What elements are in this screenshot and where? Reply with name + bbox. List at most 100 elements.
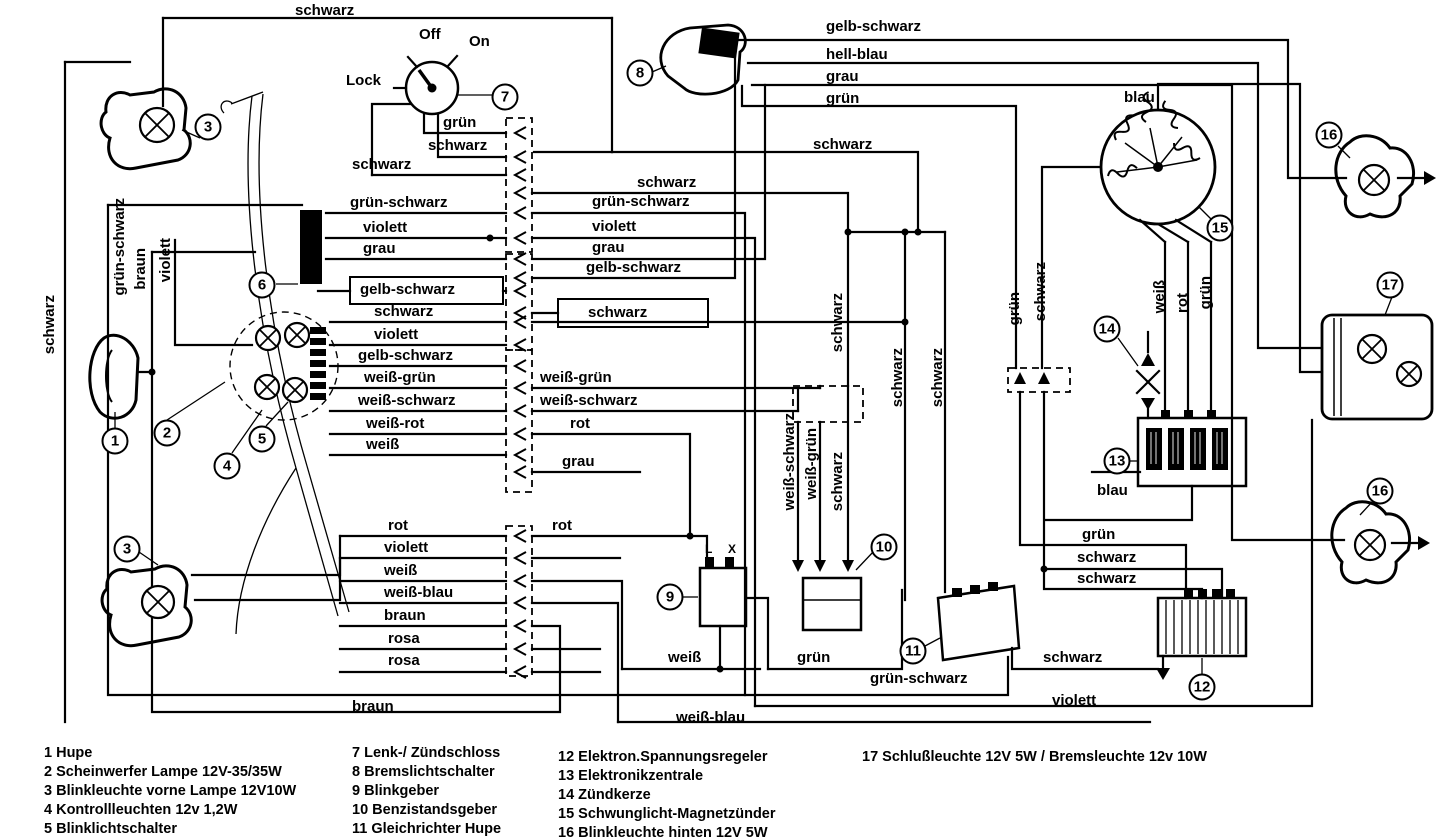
wire-label-off: Off xyxy=(419,26,441,43)
component-number-15: 15 xyxy=(1206,214,1234,242)
component-number-13: 13 xyxy=(1103,447,1131,475)
wire-label-gr-n-schwarz: grün-schwarz xyxy=(111,198,128,296)
connector-pin-mark xyxy=(512,465,527,479)
wire-label-rot: rot xyxy=(388,517,408,534)
wire-label-violett: violett xyxy=(374,326,419,343)
component-number-9: 9 xyxy=(656,583,684,611)
wire-lines xyxy=(63,16,1426,724)
connector-pin-mark xyxy=(512,619,527,633)
wire-label-braun: braun xyxy=(352,698,394,715)
wire-label-gelb-schwarz: gelb-schwarz xyxy=(826,18,922,35)
wire-label-l: L xyxy=(705,542,713,556)
wire-label-wei-blau: weiß-blau xyxy=(384,584,454,601)
wire-label-gr-n: grün xyxy=(1006,292,1023,326)
connector-pin-mark xyxy=(512,596,527,610)
connector-pin-marks xyxy=(512,126,527,679)
connector-pin-mark xyxy=(512,338,527,352)
wire-label-gr-n: grün xyxy=(1197,276,1214,310)
wire-label-schwarz: schwarz xyxy=(829,293,846,353)
connector-pin-mark xyxy=(512,315,527,329)
wire-label-rot: rot xyxy=(570,415,590,432)
connector-pin-mark xyxy=(512,642,527,656)
connector-pin-mark xyxy=(512,427,527,441)
wire-label-violett: violett xyxy=(384,539,429,556)
wire-label-wei-schwarz: weiß-schwarz xyxy=(358,392,456,409)
legend-item: 5 Blinklichtschalter xyxy=(44,821,177,837)
component-number-6: 6 xyxy=(248,271,276,299)
connector-pin-mark xyxy=(512,126,527,140)
wire-label-braun: braun xyxy=(132,248,149,290)
wire-label-schwarz: schwarz xyxy=(889,348,906,408)
wire-label-gr-n: grün xyxy=(443,114,477,131)
wire-label-wei-: weiß xyxy=(1151,280,1168,314)
wire-label-violett: violett xyxy=(1052,692,1097,709)
wire-label-wei-: weiß xyxy=(384,562,418,579)
connector-pin-mark xyxy=(512,574,527,588)
wire-label-violett: violett xyxy=(157,238,174,283)
wire-label-wei-rot: weiß-rot xyxy=(366,415,425,432)
component-number-3: 3 xyxy=(113,535,141,563)
legend-item: 8 Bremslichtschalter xyxy=(352,764,495,780)
wire-label-on: On xyxy=(469,33,490,50)
wire-label-schwarz: schwarz xyxy=(813,136,873,153)
component-outlines xyxy=(88,23,1434,662)
wire-label-gelb-schwarz: gelb-schwarz xyxy=(360,281,456,298)
connector-pin-mark xyxy=(512,168,527,182)
wire-label-grau: grau xyxy=(592,239,625,256)
wire-label-violett: violett xyxy=(363,219,408,236)
wire-label-braun: braun xyxy=(384,607,426,624)
legend-item: 2 Scheinwerfer Lampe 12V-35/35W xyxy=(44,764,282,780)
component-number-17: 17 xyxy=(1376,271,1404,299)
wire-label-wei-blau: weiß-blau xyxy=(676,709,746,726)
legend-item: 16 Blinkleuchte hinten 12V 5W xyxy=(558,825,768,840)
wire-label-wei-gr-n: weiß-grün xyxy=(803,428,820,500)
component-number-1: 1 xyxy=(101,427,129,455)
connector-pin-mark xyxy=(512,359,527,373)
component-number-14: 14 xyxy=(1093,315,1121,343)
component-number-3: 3 xyxy=(194,113,222,141)
legend-item: 11 Gleichrichter Hupe xyxy=(352,821,502,837)
wire-label-gr-n: grün xyxy=(797,649,831,666)
wire-label-schwarz: schwarz xyxy=(588,304,648,321)
wire-label-schwarz: schwarz xyxy=(41,295,58,355)
connector-pin-mark xyxy=(512,665,527,679)
legend-item: 17 Schlußleuchte 12V 5W / Bremsleuchte 1… xyxy=(862,749,1207,765)
wire-label-schwarz: schwarz xyxy=(1077,549,1137,566)
connector-pin-mark xyxy=(512,529,527,543)
wire-label-hell-blau: hell-blau xyxy=(826,46,888,63)
wire-label-blau: blau xyxy=(1097,482,1128,499)
wire-label-schwarz: schwarz xyxy=(295,2,355,19)
component-number-10: 10 xyxy=(870,533,898,561)
frame-and-leaders xyxy=(114,65,1393,674)
connector-pin-mark xyxy=(512,231,527,245)
wire-label-grau: grau xyxy=(826,68,859,85)
legend-item: 15 Schwunglicht-Magnetzünder xyxy=(558,806,776,822)
wire-label-rot: rot xyxy=(1174,293,1191,313)
connector-pin-mark xyxy=(512,551,527,565)
wire-label-rosa: rosa xyxy=(388,652,420,669)
wire-label-wei-schwarz: weiß-schwarz xyxy=(540,392,638,409)
wire-label-wei-gr-n: weiß-grün xyxy=(540,369,612,386)
wire-label-schwarz: schwarz xyxy=(829,452,846,512)
connector-pin-mark xyxy=(512,206,527,220)
wire-label-schwarz: schwarz xyxy=(374,303,434,320)
wire-label-gr-n: grün xyxy=(1082,526,1116,543)
connector-pin-mark xyxy=(512,404,527,418)
legend-item: 10 Benzistandsgeber xyxy=(352,802,498,818)
wire-label-wei-: weiß xyxy=(668,649,702,666)
wire-label-grau: grau xyxy=(363,240,396,257)
wire-label-schwarz: schwarz xyxy=(1032,262,1049,322)
microtext-marks xyxy=(1150,432,1223,464)
wire-label-wei-gr-n: weiß-grün xyxy=(364,369,436,386)
legend-item: 9 Blinkgeber xyxy=(352,783,440,799)
component-number-16: 16 xyxy=(1315,121,1343,149)
wire-label-wei-: weiß xyxy=(366,436,400,453)
legend-item: 4 Kontrollleuchten 12v 1,2W xyxy=(44,802,238,818)
wire-label-gelb-schwarz: gelb-schwarz xyxy=(358,347,454,364)
component-number-8: 8 xyxy=(626,59,654,87)
legend-item: 3 Blinkleuchte vorne Lampe 12V10W xyxy=(44,783,297,799)
